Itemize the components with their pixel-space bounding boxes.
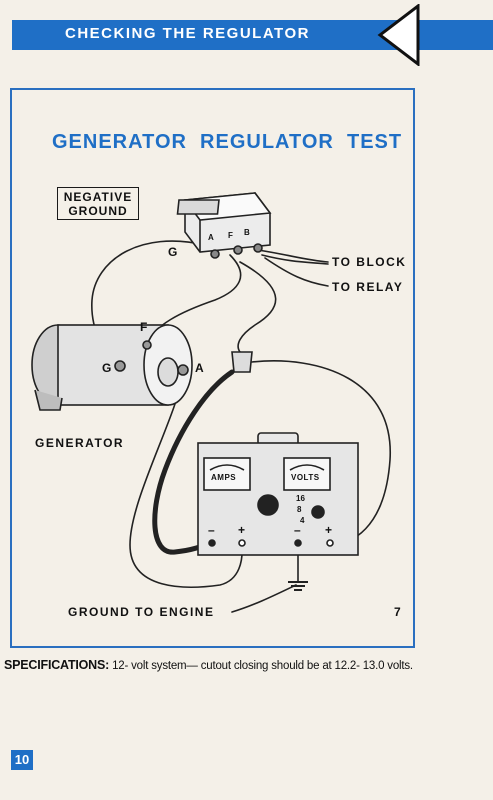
ground-symbol bbox=[288, 581, 308, 591]
specifications: SPECIFICATIONS: 12- volt system— cutout … bbox=[4, 658, 413, 672]
terminal-f-generator: F bbox=[140, 320, 149, 334]
back-arrow-icon[interactable] bbox=[376, 4, 421, 66]
regulator bbox=[176, 192, 272, 259]
negative-ground-line-1: NEGATIVE bbox=[63, 190, 133, 204]
ground-pointer bbox=[231, 584, 297, 613]
negative-ground-label: NEGATIVE GROUND bbox=[57, 187, 139, 220]
meter-minus-left: – bbox=[208, 523, 217, 537]
wire-to-relay bbox=[264, 257, 329, 287]
volts-meter-label: VOLTS bbox=[291, 473, 320, 482]
terminal-g-regulator: G bbox=[168, 245, 179, 259]
ground-to-engine-label: GROUND TO ENGINE bbox=[68, 605, 215, 619]
figure-number: 7 bbox=[394, 605, 403, 619]
wire-to-block bbox=[257, 249, 329, 263]
to-block-label: TO BLOCK bbox=[332, 255, 407, 269]
amps-meter-label: AMPS bbox=[211, 473, 237, 482]
scale-4: 4 bbox=[300, 516, 305, 525]
terminal-g-generator: G bbox=[102, 361, 113, 375]
page-header-title: CHECKING THE REGULATOR bbox=[65, 25, 310, 42]
scale-16: 16 bbox=[296, 494, 305, 503]
generator-label: GENERATOR bbox=[35, 436, 125, 450]
figure-frame bbox=[10, 88, 415, 648]
regulator-terminal-f: F bbox=[228, 231, 233, 240]
figure-title: GENERATOR REGULATOR TEST bbox=[52, 131, 403, 153]
page-number: 10 bbox=[11, 750, 33, 770]
to-relay-label: TO RELAY bbox=[332, 280, 404, 294]
terminal-a-generator: A bbox=[195, 361, 206, 375]
regulator-terminal-b: B bbox=[244, 228, 250, 237]
specifications-text: 12- volt system— cutout closing should b… bbox=[112, 660, 413, 672]
specifications-label: SPECIFICATIONS: bbox=[4, 658, 110, 672]
meter-minus-right: – bbox=[294, 523, 303, 537]
generator bbox=[31, 324, 193, 411]
meter-plus-left: + bbox=[238, 523, 247, 537]
wire-reg-to-clip bbox=[237, 261, 277, 353]
tester bbox=[197, 432, 359, 556]
wire-a-to-plus-left bbox=[129, 374, 243, 588]
wire-clip-to-a bbox=[152, 369, 235, 555]
meter-plus-right: + bbox=[325, 523, 334, 537]
wire-to-block-2 bbox=[261, 254, 329, 265]
negative-ground-line-2: GROUND bbox=[68, 204, 128, 218]
regulator-terminal-a: A bbox=[208, 233, 214, 242]
test-clip bbox=[231, 351, 253, 373]
scale-8: 8 bbox=[297, 505, 302, 514]
wiring-diagram bbox=[31, 192, 391, 613]
